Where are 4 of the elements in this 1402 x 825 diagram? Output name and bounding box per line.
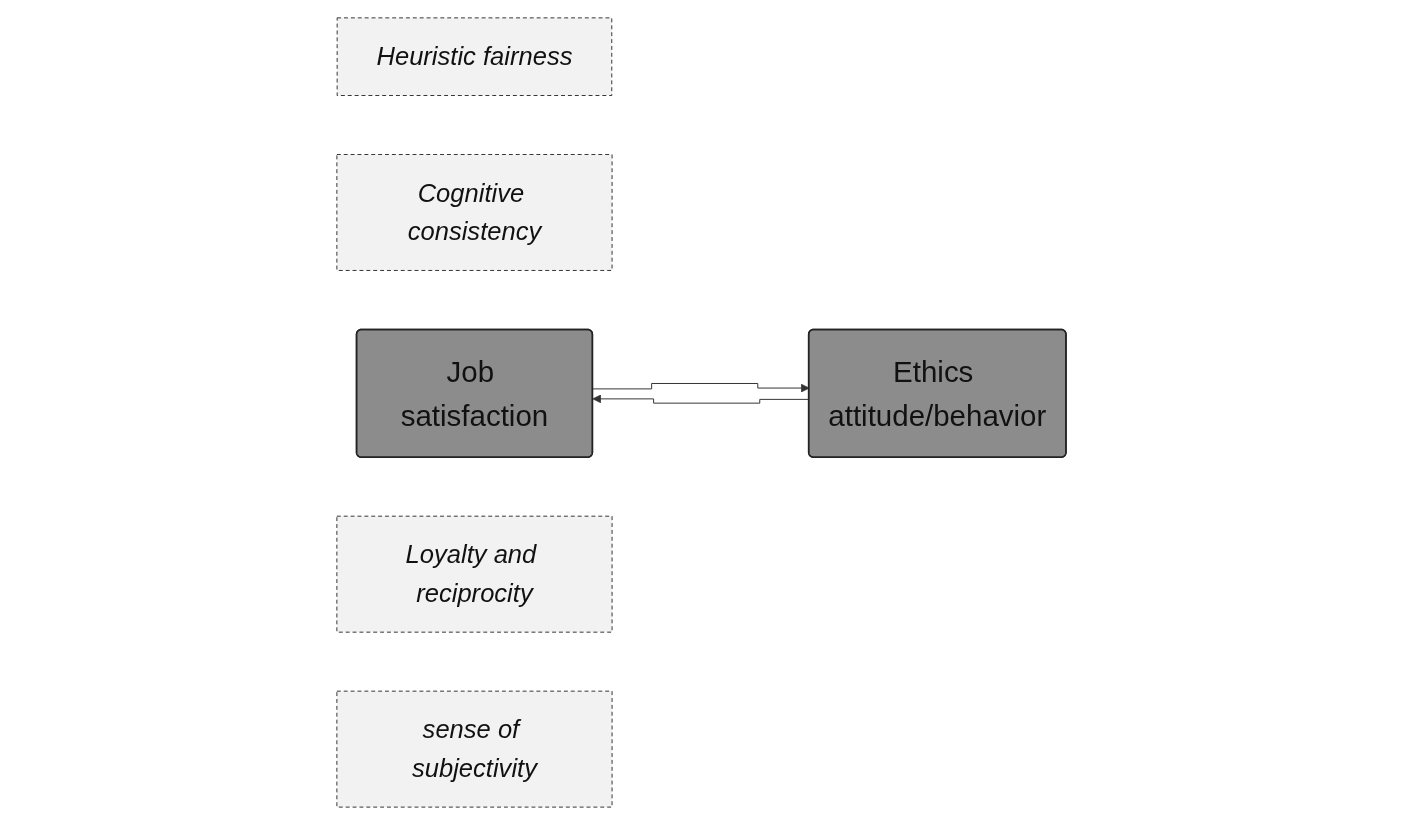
node-box: Heuristic fairness [336, 17, 612, 96]
node-box: Loyalty and reciprocity [335, 515, 613, 633]
node-box: Cognitive consistency [335, 154, 613, 271]
node-box: sense of subjectivity [335, 690, 613, 808]
